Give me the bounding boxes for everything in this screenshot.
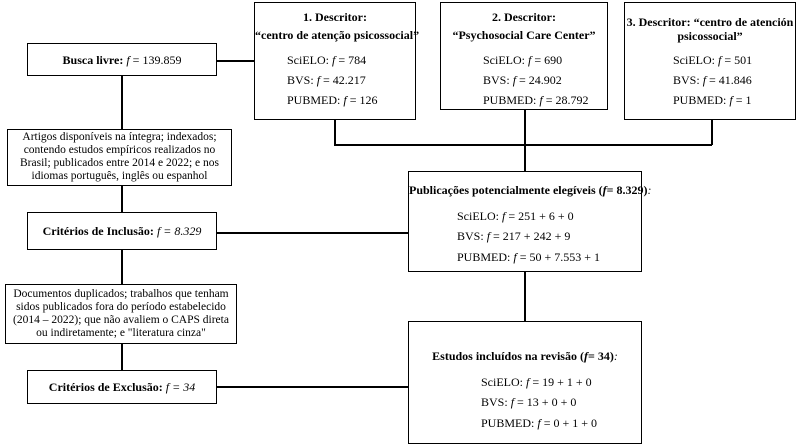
exclusao-box: Critérios de Exclusão: f = 34 [27, 370, 217, 404]
descritor-2-title: 2. Descritor: [492, 10, 556, 24]
connector-inclusao-to-potenciais [216, 232, 409, 234]
descritor-1-scielo: SciELO: f = 784 [287, 53, 367, 67]
descritor-2-scielo: SciELO: f = 690 [483, 53, 563, 67]
connector-exclusao-to-incluidos [216, 386, 409, 388]
descritor-3-bvs: BVS: f = 41.846 [673, 73, 752, 87]
exclusao-desc-box: Documentos duplicados; trabalhos que ten… [5, 284, 237, 344]
potenciais-scielo: SciELO: f = 251 + 6 + 0 [457, 209, 574, 223]
busca-livre-box: Busca livre: f = 139.859 [27, 43, 217, 76]
potenciais-box: Publicações potencialmente elegíveis (f=… [408, 171, 652, 272]
descritor-1-pubmed: PUBMED: f = 126 [287, 93, 378, 107]
descritor-2-pubmed: PUBMED: f = 28.792 [483, 93, 589, 107]
descritor-2-box: 2. Descritor: “Psychosocial Care Center”… [440, 2, 608, 110]
incluidos-scielo: SciELO: f = 19 + 1 + 0 [481, 375, 592, 389]
descritor-1-subtitle: “centro de atenção psicossocial” [255, 28, 420, 42]
connector-top-horizontal [334, 144, 712, 146]
descritor-1-title: 1. Descritor: [303, 10, 367, 24]
descritor-1-bvs: BVS: f = 42.217 [287, 73, 366, 87]
inclusao-label: Critérios de Inclusão: f = 8.329 [42, 224, 202, 238]
connector-descritor1-drop [334, 119, 336, 145]
descritor-3-box: 3. Descritor: “centro de atención psicos… [624, 2, 796, 120]
incluidos-pubmed: PUBMED: f = 0 + 1 + 0 [481, 416, 597, 430]
potenciais-bvs: BVS: f = 217 + 242 + 9 [457, 229, 571, 243]
busca-livre-label: Busca livre: f = 139.859 [62, 53, 182, 67]
connector-busca-to-descritor [216, 60, 254, 62]
incluidos-bvs: BVS: f = 13 + 0 + 0 [481, 395, 577, 409]
inclusao-box: Critérios de Inclusão: f = 8.329 [27, 212, 217, 250]
descritor-3-pubmed: PUBMED: f = 1 [673, 93, 752, 107]
descritor-1-box: 1. Descritor: “centro de atenção psicoss… [254, 2, 420, 120]
exclusao-label: Critérios de Exclusão: f = 34 [48, 380, 196, 394]
potenciais-title: Publicações potencialmente elegíveis (f=… [409, 183, 652, 197]
incluidos-title: Estudos incluídos na revisão (f= 34): [432, 349, 618, 363]
filtro-box: Artigos disponíveis na íntegra; indexado… [7, 129, 232, 186]
filtro-text: Artigos disponíveis na íntegra; indexado… [20, 131, 219, 182]
descritor-3-title-line2: psicossocial” [677, 29, 743, 43]
exclusao-desc-text: Documentos duplicados; trabalhos que ten… [13, 288, 229, 339]
connector-descritor3-drop [711, 119, 713, 145]
connector-potenciais-to-incluidos [524, 271, 526, 322]
connector-descritor2-drop [524, 109, 526, 172]
descritor-3-scielo: SciELO: f = 501 [673, 53, 753, 67]
descritor-3-title-line1: 3. Descritor: “centro de atención [626, 15, 794, 29]
potenciais-pubmed: PUBMED: f = 50 + 7.553 + 1 [457, 250, 600, 264]
descritor-2-bvs: BVS: f = 24.902 [483, 73, 562, 87]
incluidos-box: Estudos incluídos na revisão (f= 34): Sc… [408, 321, 642, 444]
descritor-2-subtitle: “Psychosocial Care Center” [452, 28, 596, 42]
